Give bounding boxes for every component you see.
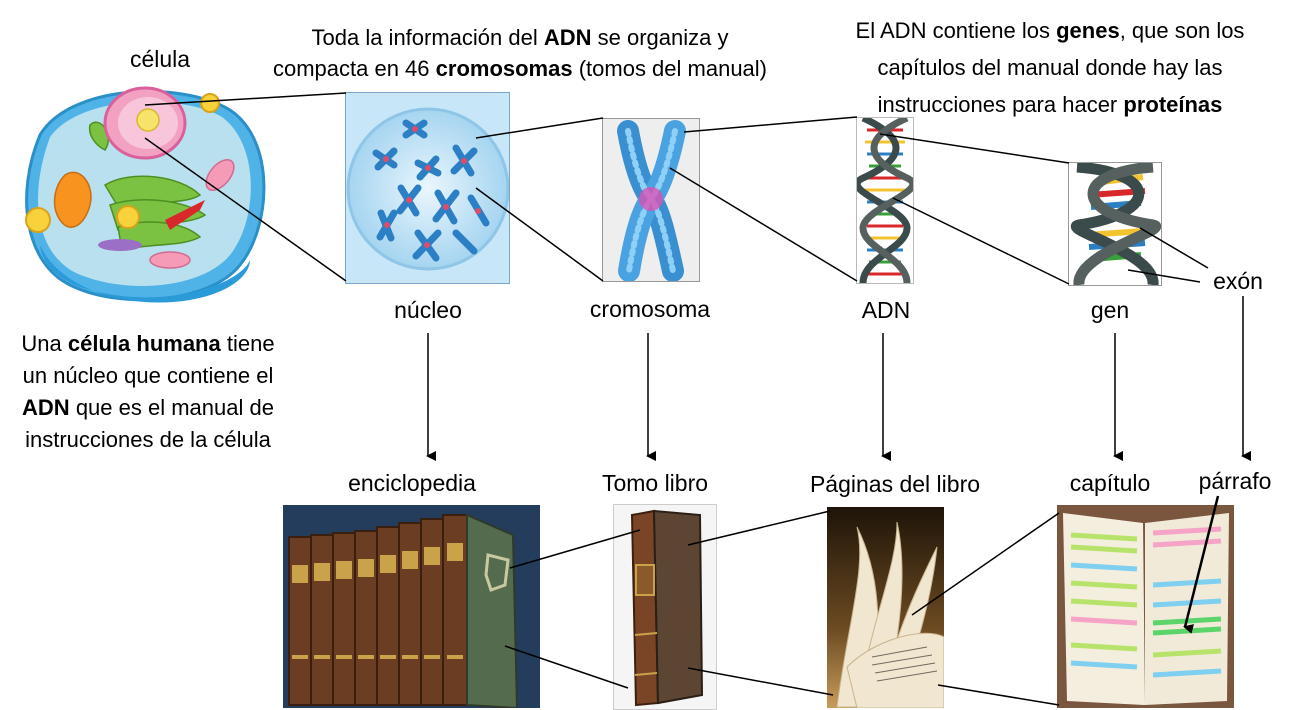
dna-image bbox=[856, 117, 914, 284]
label-enciclopedia: enciclopedia bbox=[348, 470, 476, 496]
chromosome-image bbox=[602, 118, 700, 282]
text-left: Una célula humana tiene un núcleo que co… bbox=[21, 331, 275, 452]
nucleus-image bbox=[345, 92, 510, 284]
capitulo-image bbox=[1057, 505, 1234, 708]
label-capitulo: capítulo bbox=[1069, 470, 1151, 496]
text-top-center: Toda la información del ADN se organiza … bbox=[272, 25, 768, 81]
label-parrafo: párrafo bbox=[1198, 468, 1272, 494]
label-celula: célula bbox=[129, 46, 191, 72]
label-nucleo: núcleo bbox=[394, 297, 462, 323]
label-paginas: Páginas del libro bbox=[809, 471, 981, 497]
text-top-right: El ADN contiene los genes, que son los c… bbox=[855, 18, 1245, 117]
gene-image bbox=[1068, 162, 1162, 286]
encyclopedia-image bbox=[283, 505, 540, 708]
label-tomo: Tomo libro bbox=[601, 470, 709, 496]
paginas-libro-image bbox=[827, 507, 944, 708]
tomo-libro-image bbox=[613, 504, 717, 710]
label-exon: exón bbox=[1213, 268, 1263, 294]
label-cromosoma: cromosoma bbox=[589, 296, 711, 322]
label-gen: gen bbox=[1090, 297, 1130, 323]
cell-illustration bbox=[10, 75, 272, 310]
label-adn: ADN bbox=[861, 297, 911, 323]
